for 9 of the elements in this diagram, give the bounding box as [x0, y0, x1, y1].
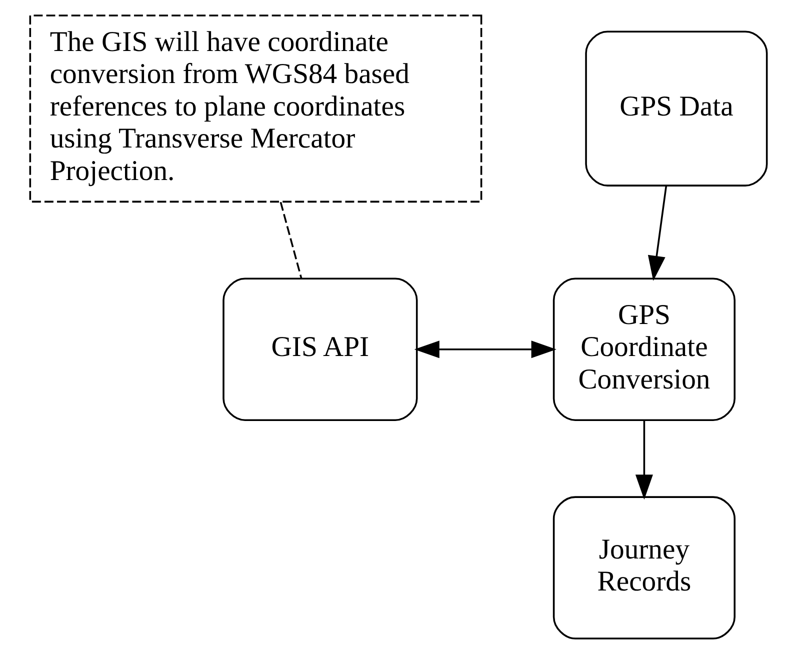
node-box: Journey Records — [552, 496, 735, 640]
arrow — [634, 420, 652, 500]
connector — [279, 202, 302, 278]
arrow — [414, 340, 556, 358]
arrow — [647, 186, 667, 281]
node-box: GPS Data — [584, 30, 768, 186]
node-box: GPS Coordinate Conversion — [552, 278, 735, 421]
node-box: The GIS will have coordinate conversion from WGS84 based references to plane coordinates using Transverse Mercator Projection. — [28, 14, 482, 203]
node-box: GIS API — [222, 278, 418, 421]
